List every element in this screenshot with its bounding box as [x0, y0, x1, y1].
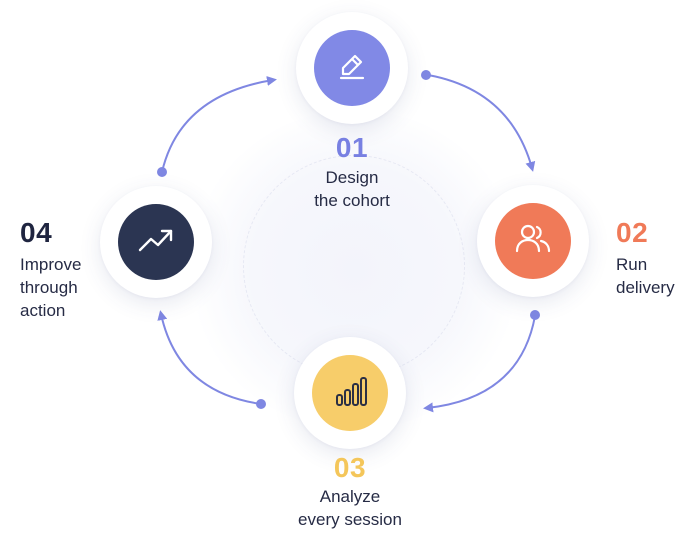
step-delivery-label: Run delivery [616, 253, 675, 299]
arrow-start-dot-design [421, 70, 431, 80]
step-improve-number: 04 [20, 217, 53, 248]
step-design-icon-circle [314, 30, 390, 106]
bar-chart-icon [332, 373, 368, 414]
arrow-delivery-to-analyze [423, 315, 536, 413]
step-delivery-number: 02 [616, 217, 649, 248]
step-design-label-line2: the cohort [314, 191, 390, 210]
arrow-start-dot-analyze [256, 399, 266, 409]
step-design-node [296, 12, 408, 124]
step-improve-label: Improve through action [20, 253, 81, 322]
step-analyze-label-line1: Analyze [319, 487, 381, 506]
arrow-start-dot-improve [157, 167, 167, 177]
step-delivery-label-line2: delivery [616, 278, 675, 297]
step-design-number: 01 [335, 132, 369, 163]
trend-up-icon [137, 225, 175, 260]
step-improve-label-line3: action [20, 301, 66, 320]
step-design-label-line1: Design [325, 168, 379, 187]
step-analyze-label-line2: every session [298, 510, 402, 529]
step-delivery-label-line1: Run [616, 255, 648, 274]
step-improve-node [100, 186, 212, 298]
step-analyze-number: 03 [333, 452, 367, 483]
step-analyze-node [294, 337, 406, 449]
step-analyze-label: Analyze every session [270, 485, 430, 531]
step-design-label: Design the cohort [280, 166, 424, 212]
step-delivery-icon-circle [495, 203, 571, 279]
step-analyze-icon-circle [312, 355, 388, 431]
step-improve-label-line2: through [20, 278, 78, 297]
users-icon [513, 221, 553, 262]
step-improve-label-line1: Improve [20, 255, 82, 274]
arrow-start-dot-delivery [530, 310, 540, 320]
step-delivery-node [477, 185, 589, 297]
arrow-improve-to-design [161, 76, 277, 173]
step-improve-icon-circle [118, 204, 194, 280]
pencil-edit-icon [335, 49, 369, 88]
arrow-analyze-to-improve [157, 310, 262, 405]
arrow-design-to-delivery [427, 74, 536, 172]
